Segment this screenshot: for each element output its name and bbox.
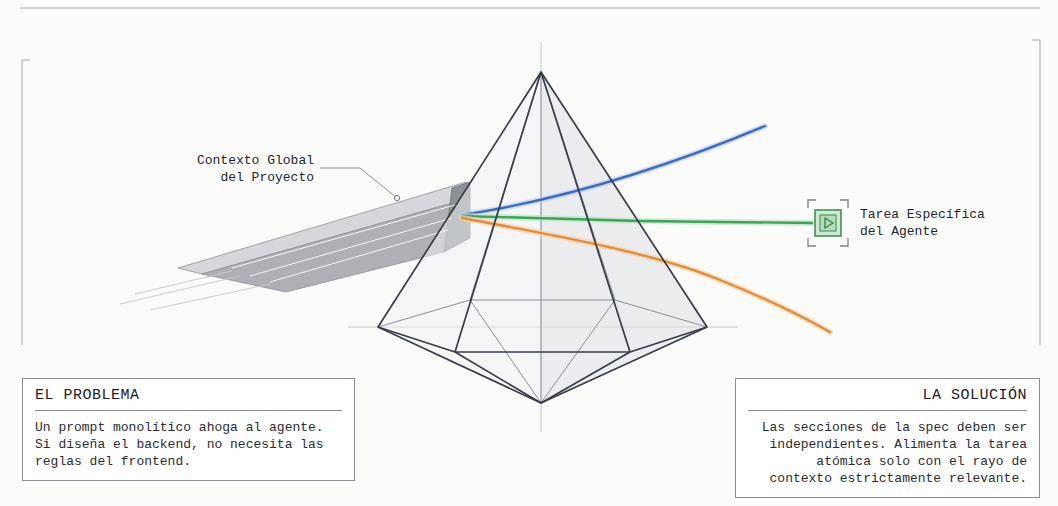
leader-line	[320, 168, 400, 201]
target-icon	[806, 198, 850, 248]
prism-edges	[378, 72, 707, 403]
prism-outline	[378, 72, 707, 403]
panel-body: Un prompt monolítico ahoga al agente. Si…	[35, 419, 342, 470]
target-label: Tarea Específica del Agente	[860, 206, 1000, 240]
panel-heading: LA SOLUCIÓN	[748, 387, 1027, 411]
callout-label: Contexto Global del Proyecto	[182, 152, 314, 186]
light-rays	[462, 126, 830, 332]
panel-heading: EL PROBLEMA	[35, 387, 342, 411]
prism-faces	[378, 72, 707, 403]
problem-panel: EL PROBLEMA Un prompt monolítico ahoga al…	[22, 378, 355, 481]
panel-body: Las secciones de la spec deben ser indep…	[748, 419, 1027, 487]
solution-panel: LA SOLUCIÓN Las secciones de la spec debe…	[735, 378, 1040, 498]
task-target: Tarea Específica del Agente	[806, 198, 1000, 248]
